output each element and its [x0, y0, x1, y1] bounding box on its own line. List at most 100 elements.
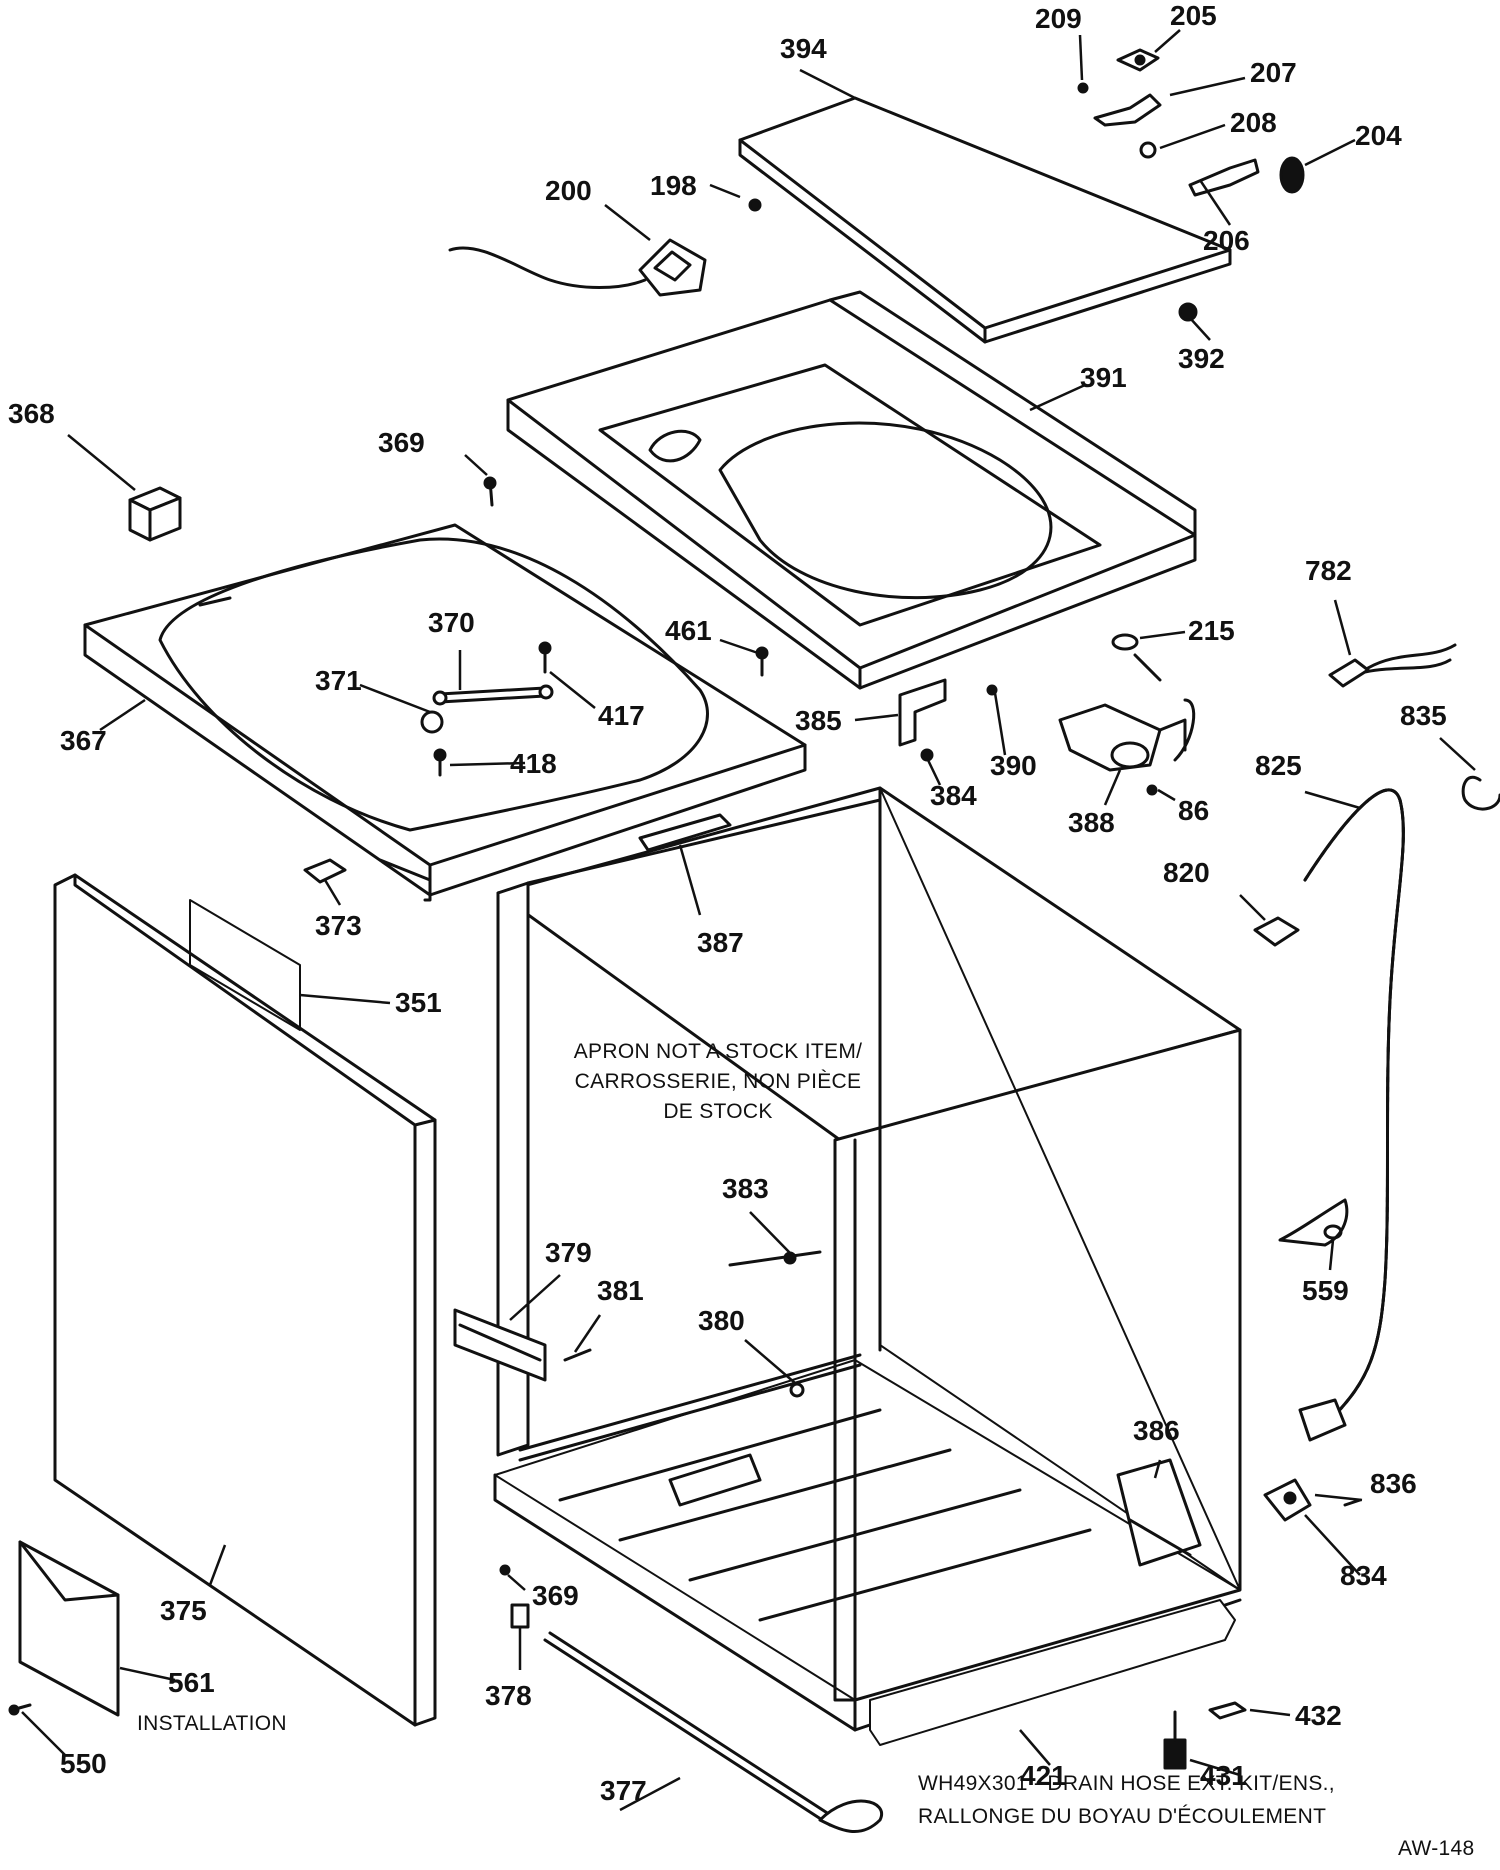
callout-418: 418 [510, 748, 557, 779]
screw-418 [433, 748, 447, 777]
leader-lines [21, 29, 1476, 1812]
screw-381 [563, 1348, 592, 1362]
callout-825: 825 [1255, 750, 1302, 781]
callout-351: 351 [395, 987, 442, 1018]
screw-198 [748, 198, 762, 212]
callout-215: 215 [1188, 615, 1235, 646]
callout-417: 417 [598, 700, 645, 731]
callout-207: 207 [1250, 57, 1297, 88]
callout-432: 432 [1295, 1700, 1342, 1731]
callout-388: 388 [1068, 807, 1115, 838]
switch-388 [1058, 698, 1196, 772]
callout-392: 392 [1178, 343, 1225, 374]
callout-209: 209 [1035, 3, 1082, 34]
callout-836: 836 [1370, 1468, 1417, 1499]
clamp-835 [1461, 776, 1500, 811]
screw-369-bottom [499, 1564, 511, 1576]
screw-390 [986, 684, 998, 696]
installation-bag-561 [18, 1540, 120, 1717]
screw-417 [538, 641, 552, 674]
lid-394 [738, 96, 1232, 344]
callout-371: 371 [315, 665, 362, 696]
notes: APRON NOT A STOCK ITEM/ CARROSSERIE, NON… [137, 1040, 1475, 1860]
callout-386: 386 [1133, 1415, 1180, 1446]
callout-387: 387 [697, 927, 744, 958]
screw-86 [1146, 784, 1158, 796]
drain-hose-825 [1298, 788, 1405, 1442]
lid-switch-200 [448, 238, 707, 297]
callout-208: 208 [1230, 107, 1277, 138]
clip-371 [420, 710, 444, 734]
screw-369-top [483, 476, 497, 507]
rod-370 [432, 684, 554, 706]
front-panel-375 [53, 873, 437, 1727]
callout-561: 561 [168, 1667, 215, 1698]
top-cover-391 [506, 290, 1197, 690]
clip-432 [1208, 1701, 1247, 1720]
screw-380 [789, 1382, 805, 1398]
callout-labels: 394 198 200 209 205 207 208 204 206 392 … [8, 0, 1447, 1806]
bumper-204 [1279, 156, 1305, 194]
callout-431: 431 [1200, 1760, 1247, 1791]
callout-377: 377 [600, 1775, 647, 1806]
callout-370: 370 [428, 607, 475, 638]
hinge-207 [1093, 93, 1162, 127]
screw-550 [8, 1703, 32, 1716]
callout-378: 378 [485, 1680, 532, 1711]
washer-208 [1139, 141, 1157, 159]
apron-note-line-3: DE STOCK [663, 1100, 772, 1123]
callout-385: 385 [795, 705, 842, 736]
apron-note-line-2: CARROSSERIE, NON PIÈCE [575, 1070, 862, 1093]
callout-421: 421 [1020, 1760, 1067, 1791]
screw-384 [920, 748, 934, 762]
box-368 [128, 486, 182, 542]
screw-461 [755, 646, 769, 677]
callout-369-bottom: 369 [532, 1580, 579, 1611]
bumper-392 [1178, 302, 1198, 322]
clip-373 [303, 858, 347, 884]
callout-206: 206 [1203, 225, 1250, 256]
callout-204: 204 [1355, 120, 1402, 151]
callout-383: 383 [722, 1173, 769, 1204]
apron-note-line-1: APRON NOT A STOCK ITEM/ [574, 1040, 863, 1063]
screw-383 [728, 1250, 822, 1267]
callout-198: 198 [650, 170, 697, 201]
callout-379: 379 [545, 1237, 592, 1268]
callout-384: 384 [930, 780, 977, 811]
callout-461: 461 [665, 615, 712, 646]
callout-820: 820 [1163, 857, 1210, 888]
clip-820 [1253, 916, 1300, 947]
callout-373: 373 [315, 910, 362, 941]
callout-200: 200 [545, 175, 592, 206]
cabinet-apron [493, 786, 1242, 1746]
callout-380: 380 [698, 1305, 745, 1336]
hose-guide-559 [1278, 1198, 1349, 1247]
drawing-id: AW-148 [1398, 1837, 1475, 1860]
callout-368: 368 [8, 398, 55, 429]
installation-note: INSTALLATION [137, 1712, 287, 1735]
callout-550: 550 [60, 1748, 107, 1779]
hinge-205 [1116, 48, 1160, 72]
callout-394: 394 [780, 33, 827, 64]
drain-kit-note-line-1: WH49X301 - DRAIN HOSE EXT. KIT/ENS., [918, 1772, 1335, 1795]
drain-kit-note-line-2: RALLONGE DU BOYAU D'ÉCOULEMENT [918, 1805, 1326, 1828]
callout-559: 559 [1302, 1275, 1349, 1306]
callout-205: 205 [1170, 0, 1217, 31]
plug-378 [510, 1603, 530, 1629]
callout-86: 86 [1178, 795, 1209, 826]
screw-209 [1077, 82, 1089, 94]
callout-391: 391 [1080, 362, 1127, 393]
cord-782 [1328, 643, 1457, 688]
bracket-379 [453, 1308, 547, 1382]
callout-834: 834 [1340, 1560, 1387, 1591]
bracket-385 [898, 678, 947, 747]
rod-377 [543, 1631, 884, 1834]
bracket-834 [1263, 1478, 1312, 1522]
callout-782: 782 [1305, 555, 1352, 586]
leveling-leg-431 [1163, 1710, 1187, 1770]
callout-375: 375 [160, 1595, 207, 1626]
callout-835: 835 [1400, 700, 1447, 731]
callout-369-top: 369 [378, 427, 425, 458]
